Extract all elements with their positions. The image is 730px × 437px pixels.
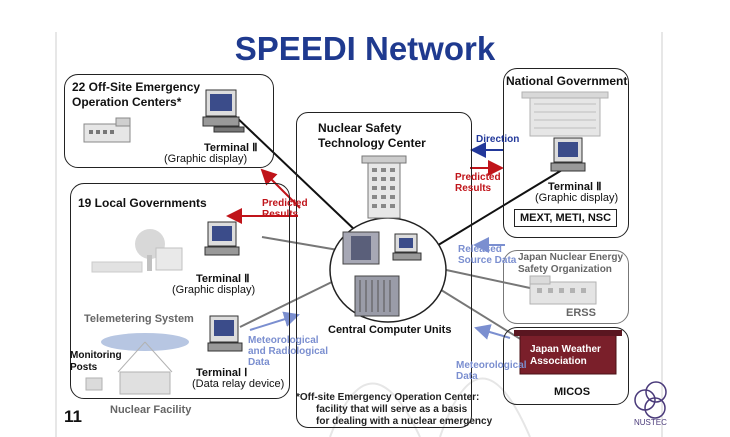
nuclear-facility-label: Nuclear Facility [110, 404, 192, 416]
center-box [296, 112, 472, 428]
offsite-title-line1: 22 Off-Site Emergency [72, 80, 201, 94]
arrow-met-rad [249, 311, 300, 331]
hub-terminal-icon [392, 233, 422, 261]
background-arc [439, 377, 531, 437]
predicted-national-label: Predicted Results [455, 172, 501, 194]
footnote-line3: for dealing with a nuclear emergency [316, 416, 493, 427]
national-government-box [503, 68, 629, 238]
jnes-title: Japan Nuclear Energy Safety Organization [518, 252, 623, 276]
link-national [429, 169, 563, 251]
met-label: Meteorological Data [456, 360, 527, 382]
monitoring-line1: Monitoring [70, 350, 122, 361]
jnes-line1: Japan Nuclear Energy [518, 252, 624, 263]
predicted-local-label: Predicted Results [262, 198, 308, 220]
released-source-label: Released Source Data [458, 244, 516, 266]
local-terminal-sub: (Graphic display) [172, 284, 256, 296]
predicted-local-line2: Results [262, 209, 299, 220]
footnote: *Off-site Emergency Operation Center: fa… [296, 392, 492, 428]
link-jnes [436, 267, 531, 289]
national-title: National Government [506, 74, 628, 88]
jwa-title: Japan Weather Association [530, 344, 601, 368]
offsite-terminal-icon [202, 89, 245, 133]
local-title: 19 Local Governments [78, 196, 207, 210]
jwa-line1: Japan Weather [530, 344, 601, 355]
link-offsite [232, 113, 358, 233]
jnes-line2: Safety Organization [518, 264, 612, 275]
national-terminal-icon [550, 137, 586, 172]
center-title: Nuclear Safety Technology Center [318, 121, 426, 151]
nustec-logo-icon [634, 381, 667, 419]
met-rad-line3: Data [248, 357, 270, 368]
terminal1-sub: (Data relay device) [192, 378, 285, 390]
telemetering-dish-icon [85, 333, 189, 395]
jnes-box [503, 250, 629, 324]
local-governments-box [70, 183, 290, 399]
background-arc [329, 382, 421, 437]
met-line2: Data [456, 371, 478, 382]
jnes-building-icon [529, 275, 597, 305]
micos-label: MICOS [554, 386, 591, 398]
center-title-line2: Technology Center [318, 136, 426, 150]
logo-text: NUSTEC [634, 418, 667, 427]
predicted-national-line1: Predicted [455, 172, 501, 183]
national-building-icon [521, 91, 609, 137]
footnote-line2: facility that will serve as a basis [316, 404, 468, 415]
page-title: SPEEDI Network [234, 30, 496, 67]
center-title-line1: Nuclear Safety [318, 121, 402, 135]
released-line2: Source Data [458, 255, 517, 266]
link-local [261, 236, 339, 251]
local-terminal-label: Terminal Ⅱ [196, 273, 250, 285]
local-terminal-icon [204, 221, 240, 256]
offsite-title: 22 Off-Site Emergency Operation Centers* [72, 80, 200, 110]
footnote-line1: *Off-site Emergency Operation Center: [296, 392, 480, 403]
erss-label: ERSS [566, 307, 596, 319]
jwa-box [503, 327, 629, 405]
jwa-building-icon [514, 330, 622, 375]
met-rad-label: Meteorological and Radiological Data [248, 335, 328, 368]
met-rad-line2: and Radiological [248, 346, 329, 357]
predicted-national-line2: Results [455, 183, 492, 194]
jwa-line2: Association [530, 356, 587, 367]
monitoring-line2: Posts [70, 362, 98, 373]
terminal1-label: Terminal Ⅰ [196, 367, 248, 379]
predicted-local-line1: Predicted [262, 198, 308, 209]
national-terminal-label: Terminal Ⅱ [548, 181, 602, 193]
telemetering-label: Telemetering System [84, 313, 194, 325]
terminal1-icon [207, 315, 243, 352]
met-rad-line1: Meteorological [248, 335, 319, 346]
national-agencies: MEXT, METI, NSC [514, 209, 618, 227]
link-terminal1 [239, 277, 341, 328]
direction-label: Direction [476, 134, 520, 145]
national-terminal-sub: (Graphic display) [535, 192, 619, 204]
offsite-terminal-sub: (Graphic display) [164, 153, 248, 165]
offsite-terminal-label: Terminal Ⅱ [204, 142, 258, 154]
offsite-title-line2: Operation Centers* [72, 95, 182, 109]
met-line1: Meteorological [456, 360, 527, 371]
center-building-icon [361, 155, 407, 219]
released-line1: Released [458, 244, 502, 255]
offsite-centers-box [64, 74, 274, 168]
mainframe-icon [342, 231, 400, 317]
page-number: 11 [64, 407, 82, 426]
offsite-building-icon [83, 117, 131, 143]
central-units-label: Central Computer Units [328, 324, 452, 336]
monitoring-label: Monitoring Posts [70, 350, 122, 374]
local-government-building-icon [91, 229, 183, 273]
